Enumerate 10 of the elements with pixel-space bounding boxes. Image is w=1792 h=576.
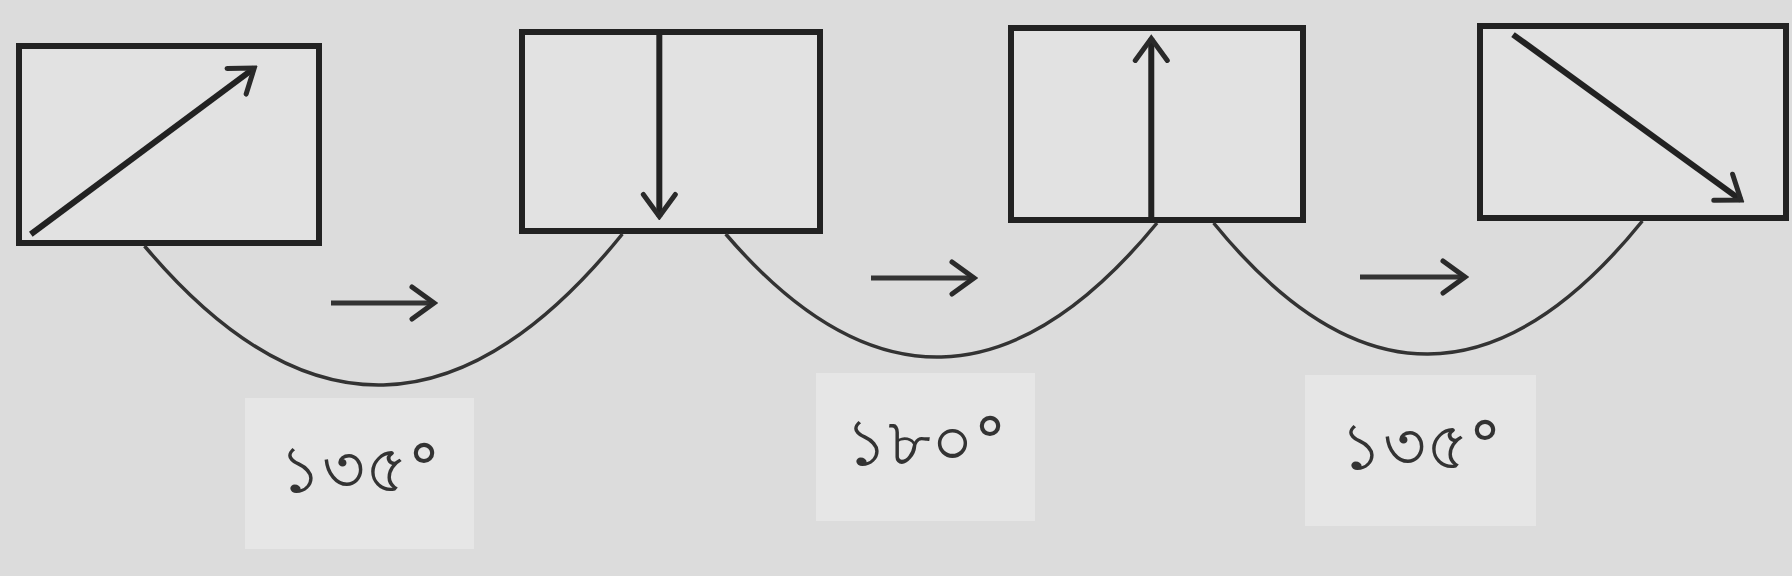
edge-label: ১৮০° [816, 373, 1035, 521]
edge-label: ১৩৫° [245, 398, 474, 549]
box [1008, 25, 1306, 223]
box [1477, 23, 1789, 221]
curved-connector [724, 221, 1159, 359]
curved-connector [143, 232, 624, 387]
box [16, 43, 322, 246]
box [519, 29, 823, 234]
edge-label: ১৩৫° [1305, 375, 1536, 526]
curved-connector [1212, 219, 1644, 356]
